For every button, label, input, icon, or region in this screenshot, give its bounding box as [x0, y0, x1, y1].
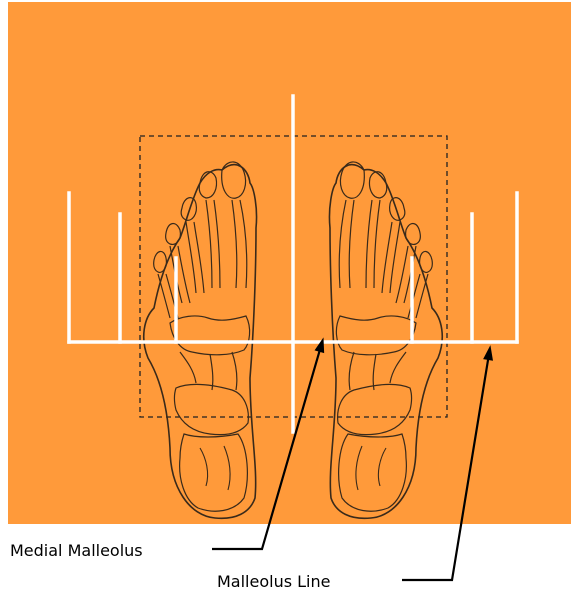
medial-malleolus-label: Medial Malleolus	[10, 541, 143, 560]
background-panel	[8, 2, 571, 524]
malleolus-line-label: Malleolus Line	[217, 572, 330, 591]
